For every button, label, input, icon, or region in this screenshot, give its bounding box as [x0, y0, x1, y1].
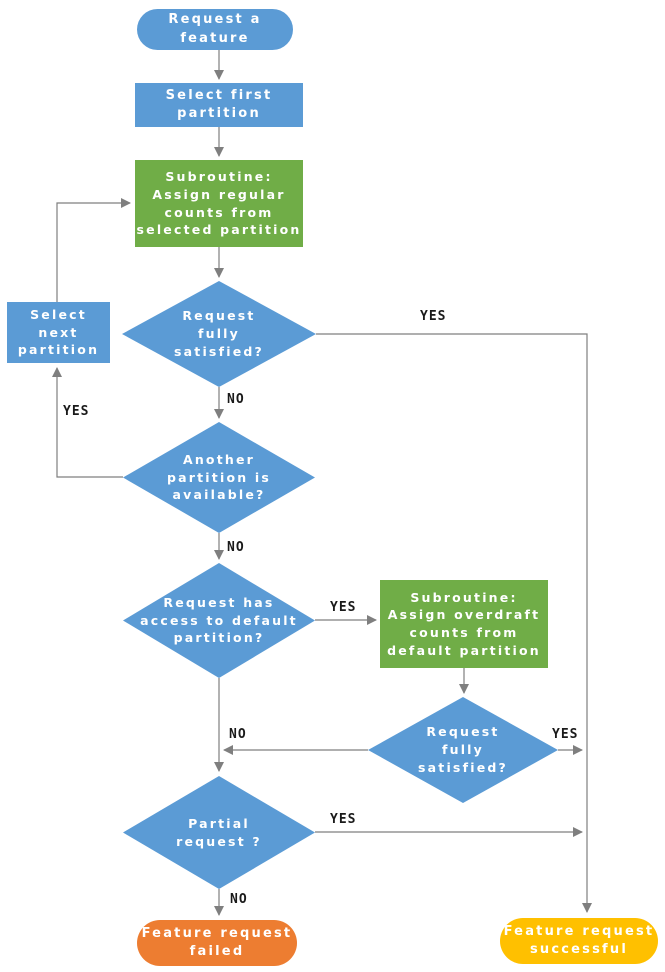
edge-label-satisfied1-yes: YES: [420, 309, 447, 324]
node-subroutine-assign-overdraft: Subroutine: Assign overdraft counts from…: [380, 580, 548, 668]
edge-label-partial-yes: YES: [330, 812, 357, 827]
edge-label-another-no: NO: [227, 540, 245, 555]
node-decision-request-fully-satisfied-2: Request fully satisfied?: [368, 697, 558, 803]
node-start-terminator: Request a feature: [137, 9, 293, 50]
node-end-feature-request-successful: Feature request successful: [500, 918, 658, 964]
edge-select-next-to-sub-regular: [56, 198, 131, 302]
node-subroutine-assign-regular: Subroutine: Assign regular counts from s…: [135, 160, 303, 247]
edge-label-satisfied1-no: NO: [227, 392, 245, 407]
edge-label-another-yes: YES: [63, 404, 90, 419]
edge-label-partial-no: NO: [230, 892, 248, 907]
node-decision-request-fully-satisfied-1: Request fully satisfied?: [122, 281, 316, 387]
node-select-next-partition: Select next partition: [7, 302, 110, 363]
edge-label-merge-no: NO: [229, 727, 247, 742]
edge-another-yes-to-select-next: [52, 367, 123, 478]
node-decision-another-partition-available: Another partition is available?: [123, 422, 315, 533]
edge-label-satisfied2-yes: YES: [552, 727, 579, 742]
node-decision-access-default-partition: Request has access to default partition?: [123, 563, 315, 678]
edge-label-default-yes: YES: [330, 600, 357, 615]
node-select-first-partition: Select first partition: [135, 83, 303, 127]
node-end-feature-request-failed: Feature request failed: [137, 920, 297, 966]
node-decision-partial-request: Partial request ?: [123, 776, 315, 889]
